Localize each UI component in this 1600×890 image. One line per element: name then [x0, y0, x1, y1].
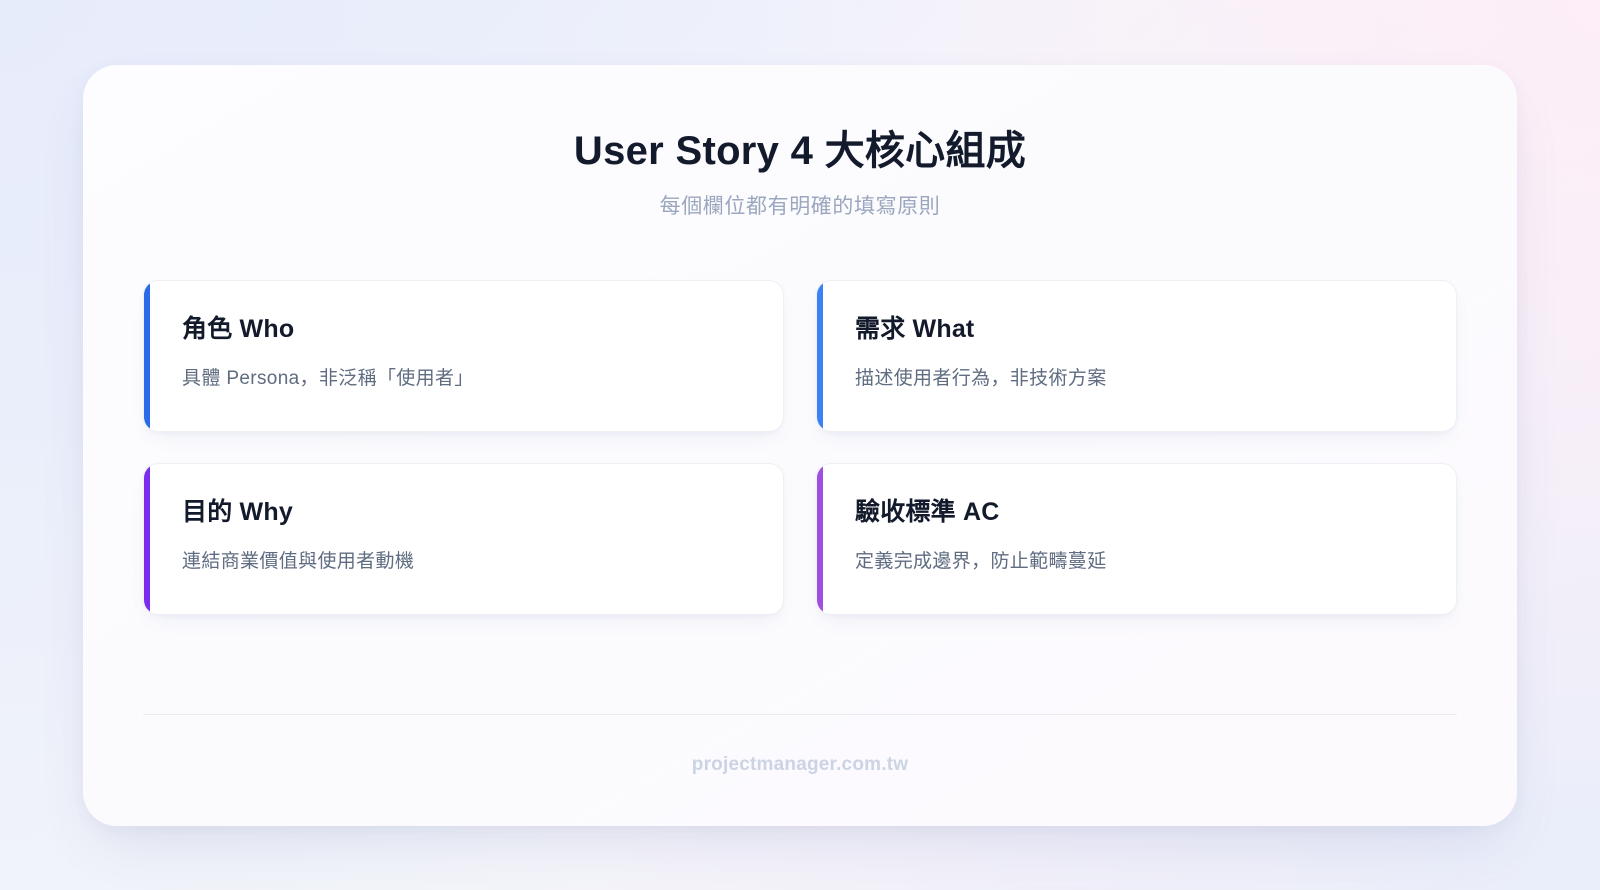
accent-bar-purple [817, 463, 823, 614]
card-title: 目的 Why [182, 497, 293, 526]
card-title: 需求 What [855, 314, 975, 343]
accent-bar-blue [144, 280, 150, 431]
page-subtitle: 每個欄位都有明確的填寫原則 [659, 195, 941, 219]
footer-site-label: projectmanager.com.tw [691, 753, 909, 775]
content-panel: User Story 4 大核心組成 每個欄位都有明確的填寫原則 角色 Who … [83, 64, 1517, 826]
card-ac[interactable]: 驗收標準 AC 定義完成邊界，防止範疇蔓延 [816, 462, 1457, 615]
card-description: 定義完成邊界，防止範疇蔓延 [855, 550, 1107, 572]
card-what[interactable]: 需求 What 描述使用者行為，非技術方案 [816, 279, 1457, 432]
card-description: 描述使用者行為，非技術方案 [855, 367, 1107, 389]
card-description: 連結商業價值與使用者動機 [182, 550, 415, 572]
page-header: User Story 4 大核心組成 每個欄位都有明確的填寫原則 [143, 127, 1457, 222]
accent-bar-purple [144, 463, 150, 614]
core-components-grid: 角色 Who 具體 Persona，非泛稱「使用者」 需求 What 描述使用者… [143, 279, 1457, 615]
page-title: User Story 4 大核心組成 [573, 128, 1027, 173]
accent-bar-blue [817, 280, 823, 431]
card-who[interactable]: 角色 Who 具體 Persona，非泛稱「使用者」 [143, 279, 784, 432]
card-description: 具體 Persona，非泛稱「使用者」 [182, 367, 474, 389]
card-why[interactable]: 目的 Why 連結商業價值與使用者動機 [143, 462, 784, 615]
footer-divider [143, 713, 1457, 715]
card-title: 驗收標準 AC [855, 497, 1000, 526]
page-footer: projectmanager.com.tw [143, 713, 1457, 826]
card-title: 角色 Who [182, 314, 295, 343]
